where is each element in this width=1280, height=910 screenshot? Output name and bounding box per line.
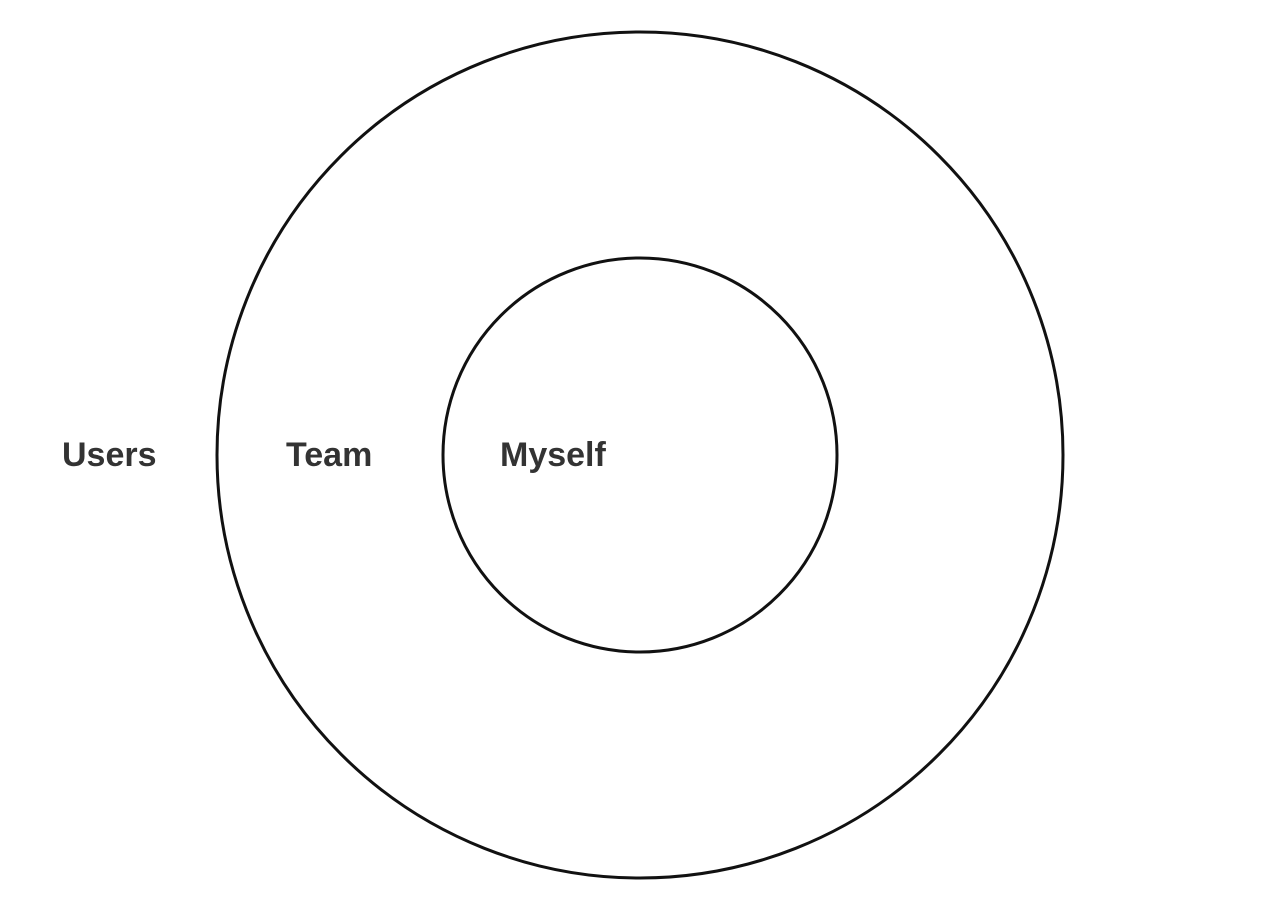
label-myself: Myself: [500, 436, 606, 474]
outer-circle: [215, 30, 1065, 880]
label-users: Users: [62, 436, 157, 474]
inner-circle: [441, 256, 839, 654]
label-team: Team: [286, 436, 372, 474]
